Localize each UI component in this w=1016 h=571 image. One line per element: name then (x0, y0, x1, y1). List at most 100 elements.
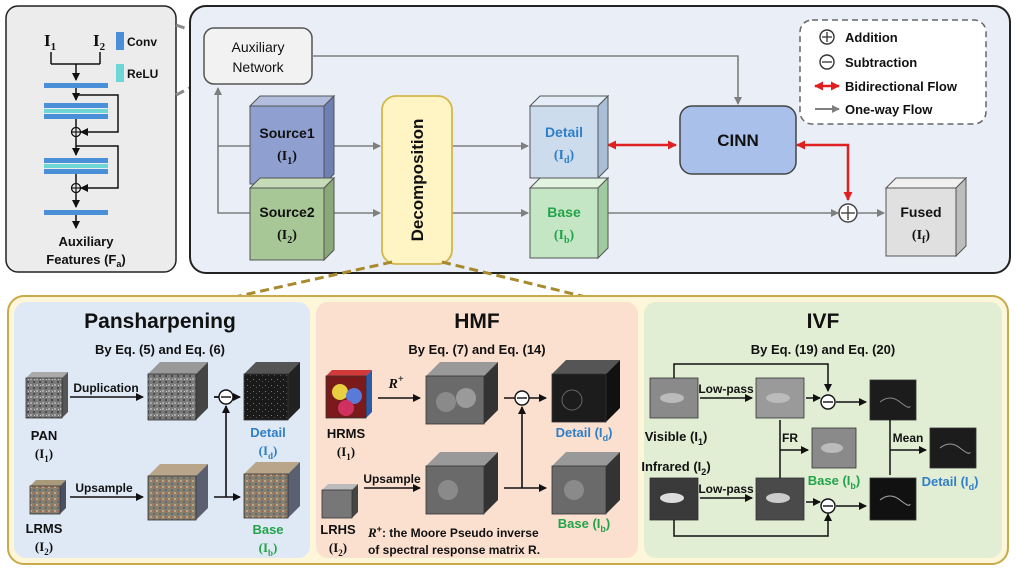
lowpass2-label: Low-pass (698, 482, 754, 496)
aux-network-box (203, 27, 313, 85)
svg-text:Infrared (I2): Infrared (I2) (641, 459, 710, 477)
svg-text:(I1): (I1) (35, 446, 53, 464)
pan-base-label: Base (252, 522, 283, 537)
cinn-box (679, 105, 797, 175)
relu-legend-swatch (116, 64, 124, 82)
infrared-sub: 2 (701, 467, 706, 477)
aux-input2-sub: 2 (100, 41, 106, 53)
lrhs-label: LRHS (320, 522, 356, 537)
hmf-base-sub: b (600, 524, 606, 534)
fr-label: FR (782, 431, 798, 445)
base-sym: (I (554, 228, 564, 243)
source2-to-aux-flow (217, 146, 250, 214)
detail-sub: d (564, 155, 570, 166)
hmf-title: HMF (454, 310, 500, 333)
lrhs-image (321, 489, 353, 519)
source1-sub: 1 (287, 156, 292, 167)
infrared-lowpass-image (755, 477, 805, 521)
pan-base-sub: b (268, 548, 273, 558)
legend-subtraction: Subtraction (845, 55, 917, 70)
pan-duplicated-stack (147, 373, 197, 421)
svg-text:(I1): (I1) (277, 149, 297, 167)
aux-network-line2: Network (232, 59, 284, 75)
aux-inset-panel: I1 I2 Conv ReLU Auxiliary Feat (5, 5, 177, 273)
decomposition-box (381, 95, 453, 265)
svg-text:R+: R+ (387, 374, 403, 392)
svg-text:Detail (Id): Detail (Id) (556, 425, 613, 443)
detail-cube: Detail (Id) (528, 94, 610, 180)
pansharpening-eq: By Eq. (5) and Eq. (6) (95, 342, 225, 357)
infrared-detail-image (869, 477, 917, 521)
hmf-base-label: Base (I (558, 516, 601, 531)
aux-features-close: ) (121, 252, 125, 267)
fused-sub: f (922, 235, 926, 246)
svg-text:(I2): (I2) (277, 228, 297, 246)
legend-oneway: One-way Flow (845, 102, 933, 117)
applications-panel: Pansharpening By Eq. (5) and Eq. (6) PAN… (7, 295, 1009, 565)
ivf-eq: By Eq. (19) and Eq. (20) (751, 342, 895, 357)
cinn-label: CINN (717, 131, 759, 150)
hmf-detail-sub: d (603, 433, 609, 443)
svg-text:(I2): (I2) (35, 539, 53, 557)
base-sub: b (564, 235, 570, 246)
lrms-image (29, 485, 61, 515)
visible-label: Visible (I (645, 429, 698, 444)
svg-text:(If): (If) (912, 228, 930, 246)
source1-sym: (I (277, 149, 287, 164)
hmf-detail-stack (551, 373, 607, 423)
legend-box: Addition Subtraction Bidirectional Flow … (799, 19, 987, 125)
svg-text:(Ib): (Ib) (554, 228, 575, 246)
ivf-base-sub: b (850, 481, 856, 491)
aux-input1: I (44, 31, 51, 50)
source2-label: Source2 (259, 204, 314, 220)
source2-cube: Source2 (I2) (248, 176, 336, 262)
svg-text:I1: I1 (44, 31, 56, 53)
fused-label: Fused (900, 204, 941, 220)
mean-label: Mean (893, 431, 924, 445)
svg-text:Base (Ib): Base (Ib) (558, 516, 610, 534)
svg-text:R+: the Moore Pseudo inverse: R+: the Moore Pseudo inverse (367, 524, 539, 540)
legend-addition: Addition (845, 30, 898, 45)
svg-text:Detail (Id): Detail (Id) (922, 474, 979, 492)
lrms-upsampled-stack (147, 475, 197, 521)
ivf-title: IVF (807, 310, 840, 333)
framework-panel: Addition Subtraction Bidirectional Flow … (189, 5, 1011, 274)
svg-text:I2: I2 (93, 31, 106, 53)
subtraction-icon (819, 54, 835, 70)
source1-label: Source1 (259, 125, 314, 141)
svg-text:Features (Fa): Features (Fa) (46, 252, 125, 269)
hmf-note-line2: of spectral response matrix R. (368, 543, 540, 557)
decomposition-label: Decomposition (408, 119, 427, 242)
detail-sym: (I (554, 148, 564, 163)
conv-legend-swatch (116, 32, 124, 50)
svg-text:(I2): (I2) (329, 540, 347, 558)
hrms-image (325, 370, 372, 419)
aux-features-line1: Auxiliary (59, 234, 115, 249)
addition-icon (819, 29, 835, 45)
ivf-detail-sub: d (969, 482, 975, 492)
ivf-base-label: Base (I (808, 473, 851, 488)
hmf-detail-label: Detail (I (556, 425, 603, 440)
lrms-sub: 2 (44, 547, 49, 557)
base-cube: Base (Ib) (528, 176, 610, 260)
cinn-add-bidirectional (796, 140, 853, 201)
legend-bidirectional: Bidirectional Flow (845, 79, 958, 94)
base-label: Base (547, 204, 581, 220)
source1-cube: Source1 (I1) (248, 94, 336, 186)
hmf-eq: By Eq. (7) and Eq. (14) (408, 342, 545, 357)
detail-label: Detail (545, 124, 583, 140)
svg-text:(Id): (Id) (554, 148, 575, 166)
decomp-link-right (441, 260, 591, 300)
pan-label: PAN (31, 428, 57, 443)
ivf-detail-image (929, 427, 977, 469)
aux-input1-sub: 1 (51, 41, 57, 53)
svg-text:Base (Ib): Base (Ib) (808, 473, 860, 491)
pan-base-stack (243, 473, 289, 519)
source2-sym: (I (277, 228, 287, 243)
svg-text:(Id): (Id) (259, 443, 278, 461)
pan-upsample-label: Upsample (75, 481, 133, 495)
visible-sub: 1 (698, 437, 703, 447)
conv-legend-label: Conv (127, 35, 157, 49)
visible-detail-image (869, 379, 917, 421)
